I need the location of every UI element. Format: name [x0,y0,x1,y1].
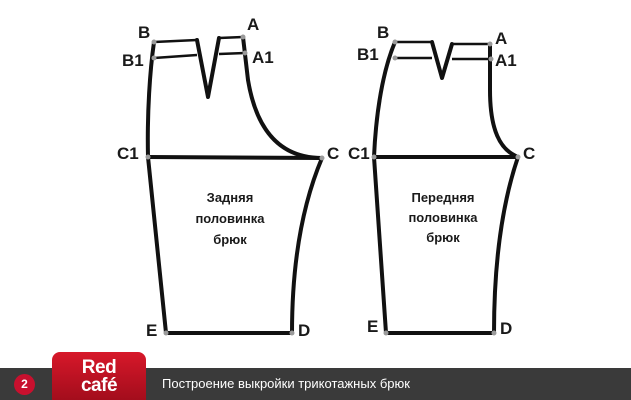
point-a-dot [487,41,493,47]
back-hip-line [146,155,324,160]
figure-number-badge: 2 [14,374,35,395]
point-e-dot [383,330,389,336]
label-a1: A1 [252,48,274,67]
logo-text-red: Red [81,357,117,378]
point-a1-dot [242,50,248,56]
back-outline [145,35,324,335]
point-e-dot [163,330,169,336]
back-waistband [153,35,246,60]
logo-text-cafe: café [80,375,118,396]
point-d-dot [491,330,497,336]
back-piece-line3: брюк [213,232,247,247]
back-piece-line2: половинка [195,211,265,226]
point-a-dot [240,34,246,40]
redcafe-logo[interactable]: Red café [52,352,146,400]
back-half-pattern: B B1 A A1 C1 C E D Задняя половинка брюк [117,15,339,340]
point-b1-dot [392,55,398,61]
front-outline [372,40,520,335]
point-c1-dot [371,154,377,160]
back-dart [195,36,221,99]
back-piece-line1: Задняя [207,190,254,205]
label-a1: A1 [495,51,517,70]
label-c1: C1 [348,144,370,163]
label-a: A [247,15,259,34]
label-d: D [500,319,512,338]
point-c1-dot [145,154,151,160]
label-d: D [298,321,310,340]
label-e: E [367,317,378,336]
point-a1-dot [488,56,494,62]
front-piece-line2: половинка [408,210,478,225]
point-b-dot [392,39,398,45]
front-dart [430,40,454,80]
figure-caption: Построение выкройки трикотажных брюк [162,376,410,391]
label-c1: C1 [117,144,139,163]
label-a: A [495,29,507,48]
front-piece-line3: брюк [426,230,460,245]
label-c: C [523,144,535,163]
front-waistband [395,40,491,61]
point-b-dot [151,39,157,45]
point-d-dot [289,330,295,336]
label-c: C [327,144,339,163]
pattern-diagram: B B1 A A1 C1 C E D Задняя половинка брюк [117,15,535,340]
label-b1: B1 [122,51,144,70]
point-c-dot [515,154,521,160]
label-b: B [138,23,150,42]
point-b1-dot [151,55,157,61]
front-piece-line1: Передняя [411,190,474,205]
label-b1: B1 [357,45,379,64]
label-e: E [146,321,157,340]
point-c-dot [319,155,325,161]
label-b: B [377,23,389,42]
front-half-pattern: B B1 A A1 C1 C E D Передняя половинка бр… [348,23,535,338]
